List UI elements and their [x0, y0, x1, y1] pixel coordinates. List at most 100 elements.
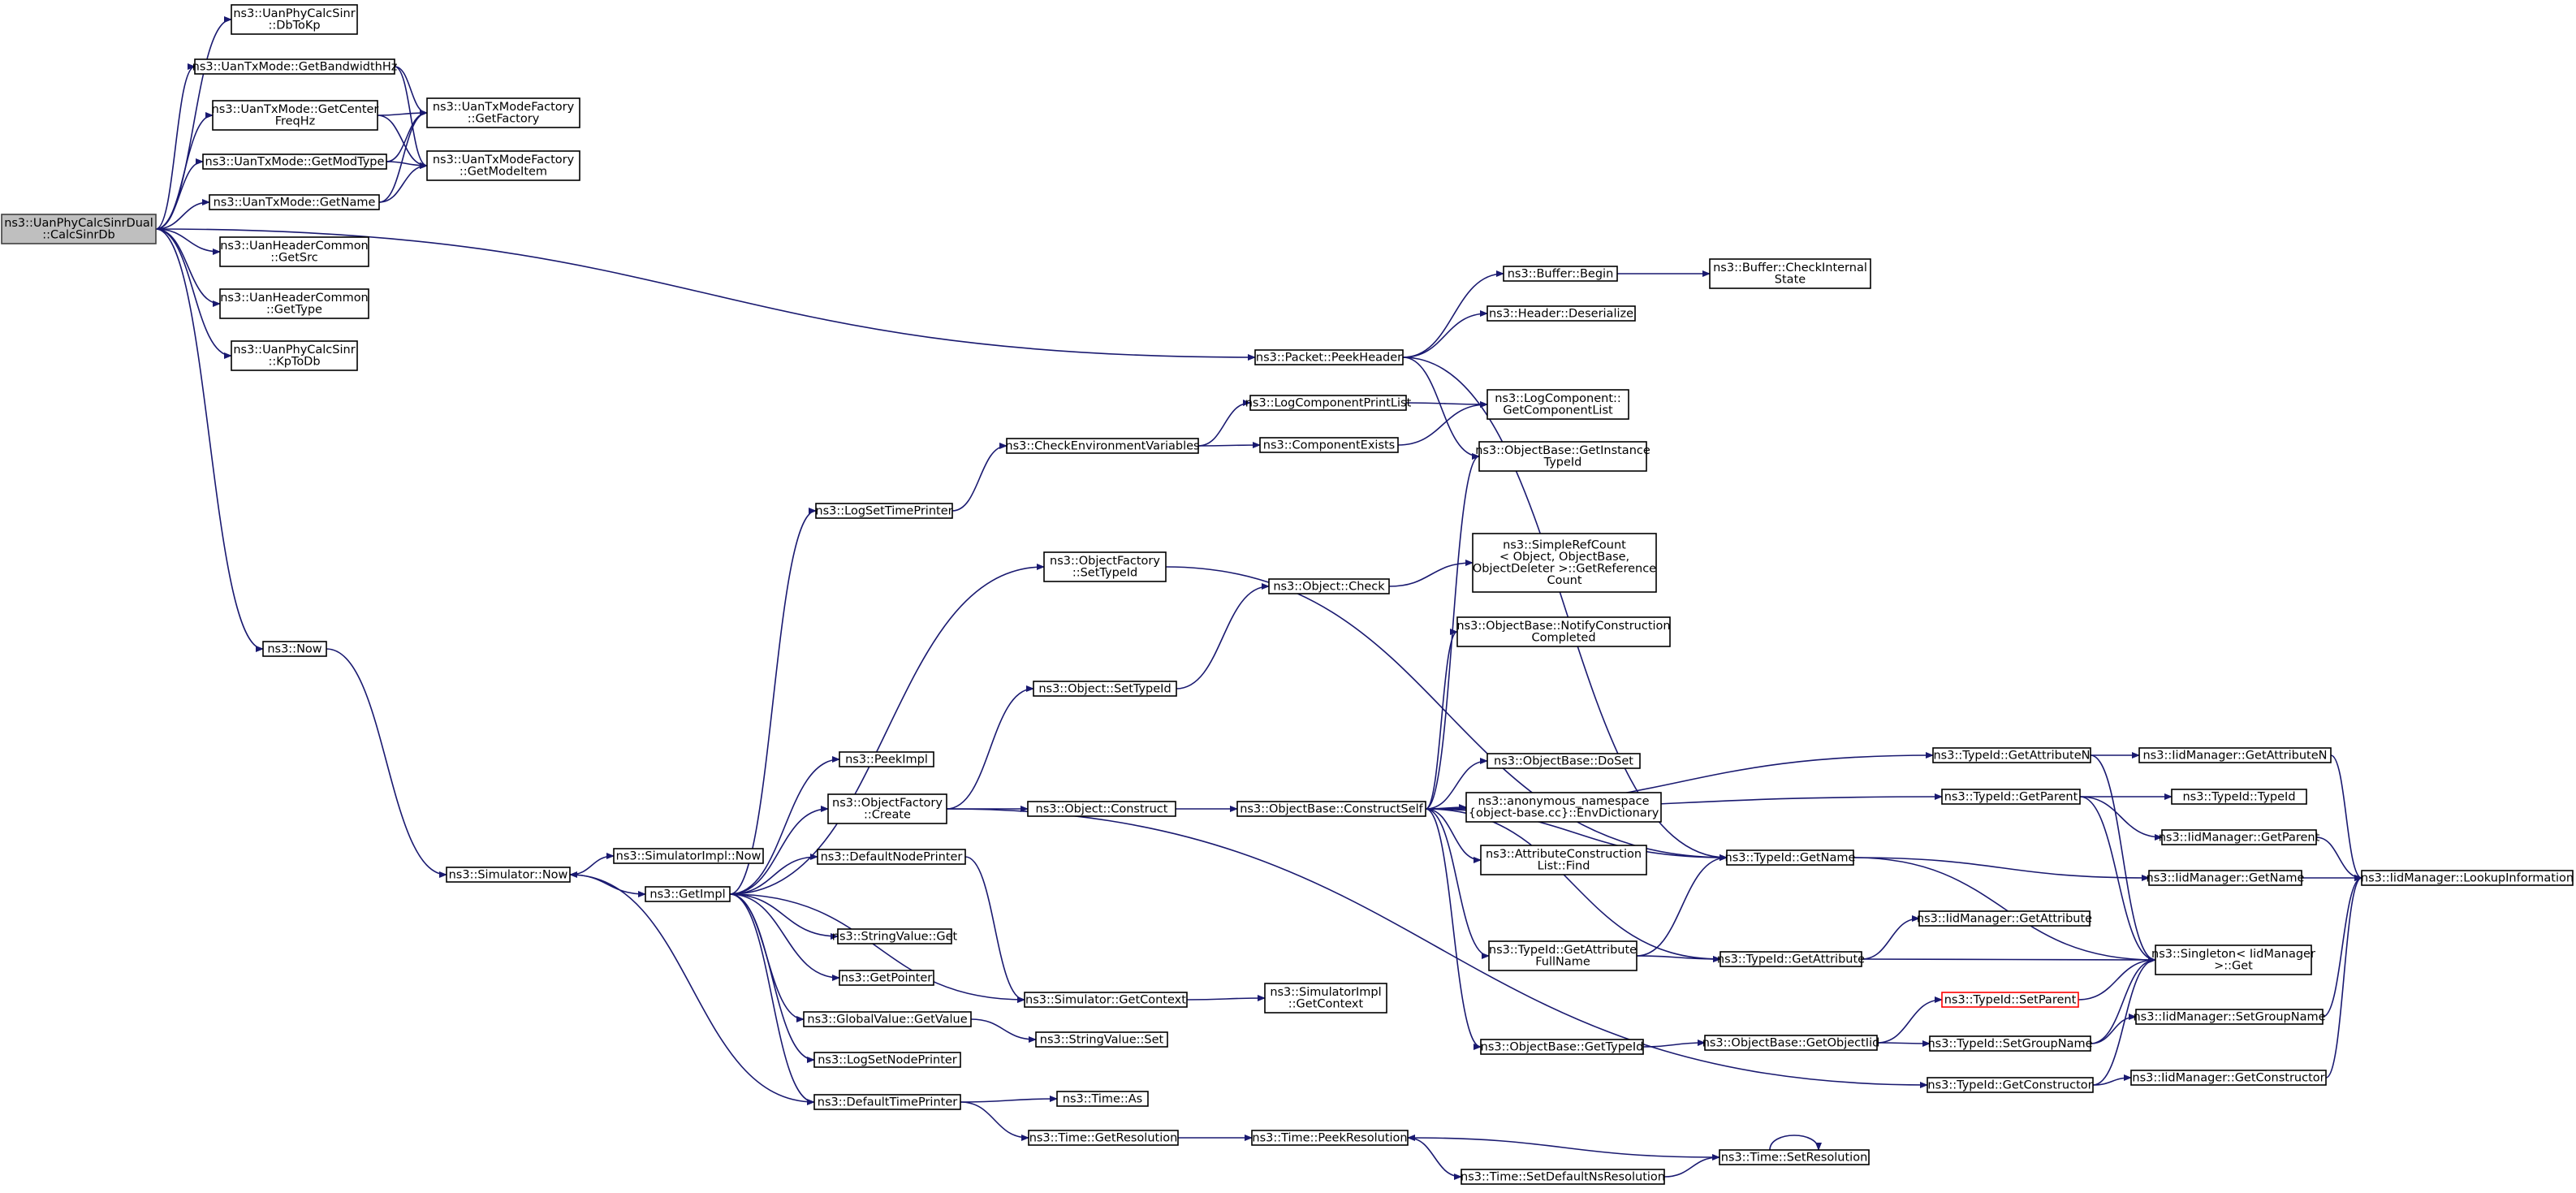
node-now[interactable]: ns3::Now [262, 641, 327, 657]
node-deserialize[interactable]: ns3::Header::Deserialize [1486, 305, 1636, 322]
node-box [219, 288, 369, 319]
node-label-line: State [1775, 274, 1806, 287]
node-obgettypeid[interactable]: ns3::ObjectBase::GetTypeId [1480, 1039, 1644, 1055]
call-edge-root-to-getsrc [155, 228, 221, 255]
node-defaultnodeprinter[interactable]: ns3::DefaultNodePrinter [817, 849, 966, 865]
node-getcomponentlist[interactable]: ns3::LogComponent::GetComponentList [1486, 389, 1629, 420]
node-peekimpl[interactable]: ns3::PeekImpl [839, 751, 934, 767]
node-tidtypeid[interactable]: ns3::TypeId::TypeId [2171, 789, 2307, 805]
node-simgetcontext[interactable]: ns3::Simulator::GetContext [1024, 992, 1188, 1008]
node-logsetnodeprinter[interactable]: ns3::LogSetNodePrinter [813, 1052, 961, 1068]
node-getimpl[interactable]: ns3::GetImpl [645, 886, 731, 902]
node-label-line: ::DbToKp [268, 19, 320, 32]
node-box [1024, 992, 1188, 1008]
node-singletonget[interactable]: ns3::Singleton< IidManager>::Get [2151, 944, 2315, 975]
node-iidgetattribute[interactable]: ns3::IidManager::GetAttribute [1917, 910, 2092, 927]
node-label-line: ns3::IidManager::GetName [2147, 871, 2305, 884]
node-tidgetname[interactable]: ns3::TypeId::GetName [1725, 849, 1856, 866]
node-box [1461, 1169, 1665, 1185]
node-peekresolution[interactable]: ns3::Time::PeekResolution [1251, 1130, 1409, 1146]
node-txgetname[interactable]: ns3::UanTxMode::GetName [209, 194, 380, 210]
node-tidsetparent[interactable]: ns3::TypeId::SetParent [1941, 992, 2079, 1008]
node-label-line: ns3::UanHeaderCommon [220, 292, 369, 305]
node-simplerefcount[interactable]: ns3::SimpleRefCount< Object, ObjectBase,… [1472, 533, 1657, 593]
node-box [1268, 578, 1390, 594]
node-tidgetattributen[interactable]: ns3::TypeId::GetAttributeN [1932, 747, 2091, 763]
node-lookupinfo[interactable]: ns3::IidManager::LookupInformation [2361, 870, 2574, 886]
node-getresolution[interactable]: ns3::Time::GetResolution [1028, 1130, 1179, 1146]
node-tidgetattribute[interactable]: ns3::TypeId::GetAttribute [1717, 951, 1865, 967]
node-box [1472, 533, 1657, 593]
node-envdictionary[interactable]: ns3::anonymous_namespace{object-base.cc}… [1465, 792, 1662, 823]
node-setdefaultns[interactable]: ns3::Time::SetDefaultNsResolution [1461, 1169, 1665, 1185]
node-setresolution[interactable]: ns3::Time::SetResolution [1719, 1149, 1870, 1165]
node-label-line: ns3::Header::Deserialize [1489, 307, 1633, 320]
call-edge-constructself-to-notifyconstruction [1425, 629, 1458, 810]
node-label-line: ns3::IidManager::GetConstructor [2132, 1071, 2324, 1084]
node-logsettimeprinter[interactable]: ns3::LogSetTimePrinter [815, 503, 953, 519]
node-getmodeitem[interactable]: ns3::UanTxModeFactory::GetModeItem [426, 150, 580, 181]
call-edge-checkenv-to-componentexists [1197, 442, 1261, 449]
node-objconstruct[interactable]: ns3::Object::Construct [1027, 801, 1176, 817]
node-label-line: GetComponentList [1503, 404, 1613, 417]
call-edge-tidgetconstructor-to-singletonget [2092, 957, 2156, 1086]
node-box [1028, 1130, 1179, 1146]
node-tidgetparent[interactable]: ns3::TypeId::GetParent [1941, 789, 2081, 805]
node-iidgetparent[interactable]: ns3::IidManager::GetParent [2159, 829, 2320, 845]
node-label-line: ns3::Object::Construct [1036, 802, 1168, 815]
node-tidsetgroupname[interactable]: ns3::TypeId::SetGroupName [1927, 1035, 2093, 1052]
node-simimplgetcontext[interactable]: ns3::SimulatorImpl::GetContext [1264, 983, 1387, 1014]
node-notifyconstruction[interactable]: ns3::ObjectBase::NotifyConstructionCompl… [1456, 616, 1671, 647]
node-logcompprintlist[interactable]: ns3::LogComponentPrintList [1245, 395, 1412, 411]
node-ofsettypeid[interactable]: ns3::ObjectFactory::SetTypeId [1043, 551, 1167, 582]
node-getobjectiid[interactable]: ns3::ObjectBase::GetObjectIid [1702, 1035, 1880, 1051]
node-box [1486, 753, 1641, 769]
node-bufferbegin[interactable]: ns3::Buffer::Begin [1503, 266, 1618, 282]
node-iidgetattributen[interactable]: ns3::IidManager::GetAttributeN [2138, 747, 2332, 763]
node-globalgetvalue[interactable]: ns3::GlobalValue::GetValue [803, 1011, 972, 1027]
node-box [1259, 437, 1399, 453]
node-timeas[interactable]: ns3::Time::As [1056, 1091, 1149, 1107]
node-iidgetconstructor[interactable]: ns3::IidManager::GetConstructor [2130, 1070, 2327, 1086]
node-box [1932, 747, 2091, 763]
node-box [446, 867, 571, 883]
node-objcheck[interactable]: ns3::Object::Check [1268, 578, 1390, 594]
node-simimplnow[interactable]: ns3::SimulatorImpl::Now [613, 848, 764, 864]
node-getfactory[interactable]: ns3::UanTxModeFactory::GetFactory [426, 97, 580, 128]
node-label-line: ::GetModeItem [460, 166, 547, 179]
node-dbtokp[interactable]: ns3::UanPhyCalcSinr::DbToKp [231, 4, 358, 35]
node-box [813, 1052, 961, 1068]
call-edge-peekheader-to-deserialize [1402, 310, 1488, 358]
node-tidgetconstructor[interactable]: ns3::TypeId::GetConstructor [1927, 1077, 2094, 1093]
node-stringget[interactable]: ns3::StringValue::Get [832, 928, 958, 944]
call-edge-iidsetgroupname-to-lookupinfo [2322, 875, 2362, 1018]
call-edge-defaultnodeprinter-to-simgetcontext [964, 856, 1025, 1003]
node-checkenv[interactable]: ns3::CheckEnvironmentVariables [1005, 438, 1200, 454]
node-label-line: ns3::GlobalValue::GetValue [807, 1013, 967, 1026]
node-getmodtype[interactable]: ns3::UanTxMode::GetModType [202, 153, 387, 170]
node-stringset[interactable]: ns3::StringValue::Set [1035, 1031, 1168, 1048]
node-getbw[interactable]: ns3::UanTxMode::GetBandwidthHz [192, 58, 398, 75]
node-constructself[interactable]: ns3::ObjectBase::ConstructSelf [1236, 801, 1426, 817]
node-iidsetgroupname[interactable]: ns3::IidManager::SetGroupName [2133, 1009, 2326, 1025]
node-label-line: ::Create [864, 809, 911, 822]
node-objsettypeid[interactable]: ns3::Object::SetTypeId [1033, 681, 1177, 697]
node-box [1056, 1091, 1149, 1107]
node-gettype[interactable]: ns3::UanHeaderCommon::GetType [219, 288, 369, 319]
node-componentexists[interactable]: ns3::ComponentExists [1259, 437, 1399, 453]
node-kptodb[interactable]: ns3::UanPhyCalcSinr::KpToDb [231, 340, 358, 371]
node-ofcreate[interactable]: ns3::ObjectFactory::Create [827, 793, 947, 824]
node-getpointer[interactable]: ns3::GetPointer [839, 970, 934, 986]
node-doset[interactable]: ns3::ObjectBase::DoSet [1486, 753, 1641, 769]
node-defaulttimeprinter[interactable]: ns3::DefaultTimePrinter [813, 1094, 961, 1110]
node-peekheader[interactable]: ns3::Packet::PeekHeader [1254, 349, 1404, 365]
node-iidgetname[interactable]: ns3::IidManager::GetName [2147, 870, 2305, 886]
node-box [1006, 438, 1199, 454]
node-simnow[interactable]: ns3::Simulator::Now [446, 867, 571, 883]
node-getsrc[interactable]: ns3::UanHeaderCommon::GetSrc [219, 236, 369, 267]
